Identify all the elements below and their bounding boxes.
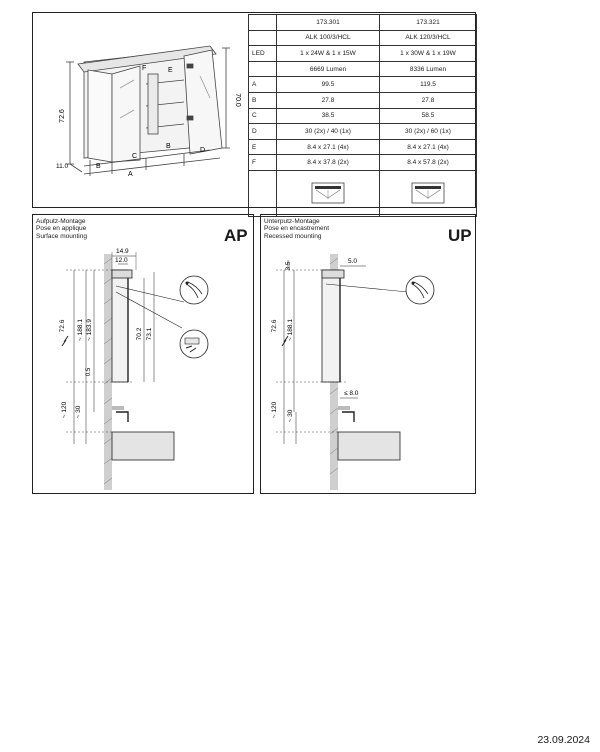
recessed-mounting-title: Unterputz-Montage Pose en encastrement R… (264, 218, 329, 240)
dim-recess: ≤ 8.0 (344, 390, 359, 397)
dim-small: 0.5 (86, 367, 92, 376)
dim-a-1: 99.5 (276, 76, 380, 93)
cabinet-letter-b-right: B (166, 143, 171, 150)
dim-top-offset: 12.0 (115, 257, 128, 264)
row-label-d: D (248, 123, 277, 140)
dim-e-1: 8.4 x 27.1 (4x) (276, 138, 380, 156)
dim-top-offset: 5.0 (348, 258, 357, 265)
row-label (248, 14, 277, 31)
title-en: Recessed mounting (264, 232, 322, 240)
dim-f-1: 8.4 x 37.8 (2x) (276, 154, 380, 171)
dim-inner-b: 73.1 (146, 327, 153, 340)
surface-mounting-title: Aufputz-Montage Pose en applique Surface… (36, 218, 87, 240)
lumen-1: 6669 Lumen (276, 60, 380, 78)
cabinet-letter-e: E (168, 67, 173, 74)
dim-inner-a: 70.2 (136, 327, 143, 340)
dim-height: 72.6 (271, 319, 278, 332)
article-number-1: 173.301 (276, 14, 380, 31)
footer-date: 23.09.2024 (537, 734, 590, 746)
row-label (248, 29, 277, 47)
recessed-mounting-drawing: 3.5 5.0 72.6 ~ 188.1 ≤ 8.0 ~ 120 ~ 30 (271, 254, 435, 490)
cabinet-letter-c: C (132, 153, 137, 160)
table-row: E 8.4 x 27.1 (4x) 8.4 x 27.1 (4x) (248, 138, 477, 156)
table-row: F 8.4 x 37.8 (2x) 8.4 x 57.8 (2x) (248, 154, 477, 171)
cabinet-letter-f: F (142, 65, 146, 72)
cabinet-letter-d: D (200, 147, 205, 154)
dim-floor-a: ~ 188.1 (77, 319, 84, 341)
recessed-mounting-panel (260, 214, 476, 494)
recessed-mounting-code: UP (448, 226, 472, 245)
dim-d-1: 30 (2x) / 40 (1x) (276, 123, 380, 140)
dim-basin: ~ 120 (271, 401, 278, 418)
dim-c-2: 58.5 (379, 107, 477, 125)
lumen-2: 8336 Lumen (379, 60, 477, 78)
article-number-2: 173.321 (379, 14, 477, 31)
table-row-icons (248, 169, 477, 217)
cabinet-dim-height-left: 72.6 (59, 109, 66, 123)
row-label-f: F (248, 154, 277, 171)
cabinet-dim-height-right: 70.0 (234, 93, 241, 107)
row-label-e: E (248, 138, 277, 156)
surface-mounting-code: AP (224, 226, 248, 245)
surface-mounting-drawing: 14.9 12.0 72.6 ~ 188.1 ~ 183.9 70.2 73.1… (59, 248, 209, 490)
table-row: LED 1 x 24W & 1 x 15W 1 x 30W & 1 x 19W (248, 45, 477, 62)
light-distribution-icon (411, 183, 445, 204)
cabinet-drawing: 72.6 70.0 11.0 B C A B D E F (56, 45, 241, 178)
cabinet-letter-b-left: B (96, 163, 101, 170)
table-row: ALK 100/3/HCL ALK 120/3/HCL (248, 29, 477, 47)
dim-c-1: 38.5 (276, 107, 380, 125)
table-row: 173.301 173.321 (248, 14, 477, 31)
dim-d-2: 30 (2x) / 60 (1x) (379, 123, 477, 140)
title-fr: Pose en encastrement (264, 225, 330, 233)
cabinet-letter-a: A (128, 171, 133, 178)
surface-mounting-panel (32, 214, 254, 494)
dim-top-width: 14.9 (116, 248, 129, 255)
model-name-2: ALK 120/3/HCL (379, 29, 477, 47)
table-row: 6669 Lumen 8336 Lumen (248, 60, 477, 78)
table-row: A 99.5 119.5 (248, 76, 477, 93)
dim-f-2: 8.4 x 57.8 (2x) (379, 154, 477, 171)
title-fr: Pose en applique (36, 225, 87, 233)
dim-height: 72.6 (59, 319, 66, 332)
dim-basin: ~ 120 (61, 401, 68, 418)
dim-floor: ~ 188.1 (287, 319, 294, 341)
table-row: C 38.5 58.5 (248, 107, 477, 125)
row-label-c: C (248, 107, 277, 125)
dim-tap: ~ 30 (75, 405, 82, 418)
dim-top-small: 3.5 (285, 261, 292, 270)
row-label-a: A (248, 76, 277, 93)
dim-b-1: 27.8 (276, 91, 380, 109)
table-row: D 30 (2x) / 40 (1x) 30 (2x) / 60 (1x) (248, 123, 477, 140)
led-power-1: 1 x 24W & 1 x 15W (276, 45, 380, 62)
row-label (248, 60, 277, 78)
row-label-led: LED (248, 45, 277, 62)
light-distribution-icon (311, 183, 345, 204)
title-en: Surface mounting (36, 232, 87, 240)
dim-a-2: 119.5 (379, 76, 477, 93)
title-de: Unterputz-Montage (264, 218, 320, 225)
dim-b-2: 27.8 (379, 91, 477, 109)
dim-e-2: 8.4 x 27.1 (4x) (379, 138, 477, 156)
spec-table: 173.301 173.321 ALK 100/3/HCL ALK 120/3/… (248, 14, 477, 217)
cabinet-dim-depth: 11.0 (56, 163, 69, 170)
table-row: B 27.8 27.8 (248, 91, 477, 109)
dim-floor-b: ~ 183.9 (86, 319, 93, 341)
model-name-1: ALK 100/3/HCL (276, 29, 380, 47)
led-power-2: 1 x 30W & 1 x 19W (379, 45, 477, 62)
row-label-b: B (248, 91, 277, 109)
dim-tap: ~ 30 (287, 409, 294, 422)
title-de: Aufputz-Montage (36, 218, 86, 225)
